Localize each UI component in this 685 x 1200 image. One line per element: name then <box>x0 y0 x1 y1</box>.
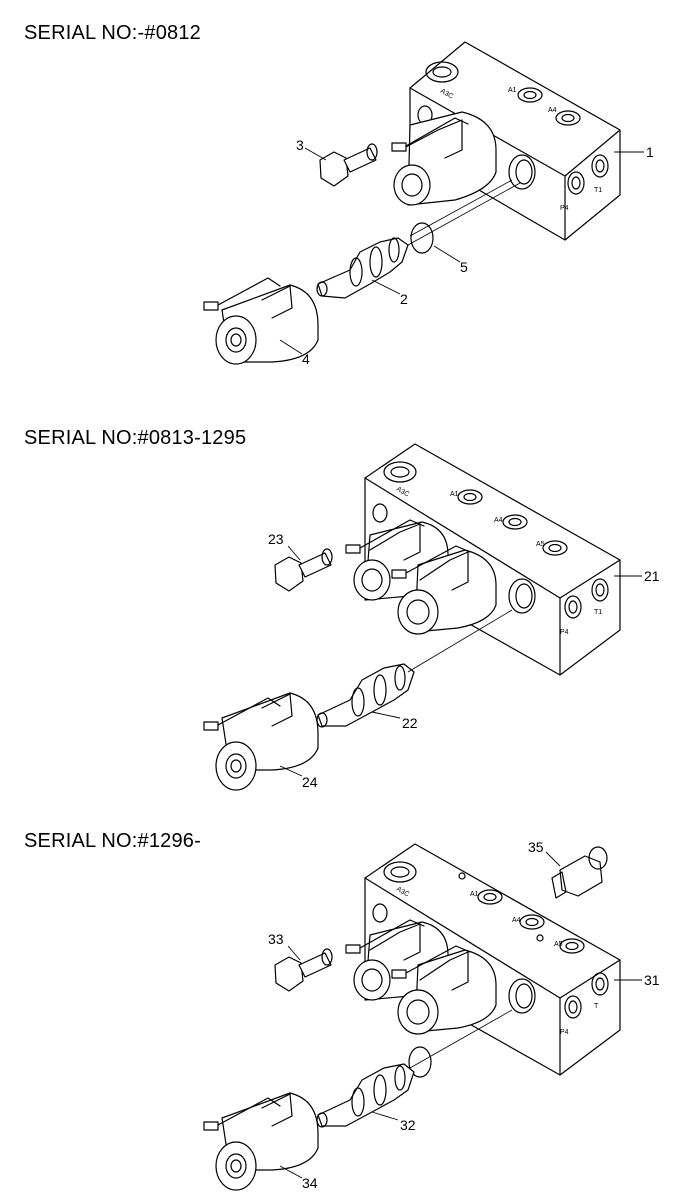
section-serial-0813-1295: SERIAL NO:#0813-1295 A3C A1 A4 A5 P4 <box>0 400 685 800</box>
callout-solenoid: 4 <box>302 351 310 367</box>
o-ring <box>408 1046 432 1078</box>
spool <box>316 1063 415 1128</box>
bolt <box>274 948 333 992</box>
callout-block: 31 <box>644 972 660 988</box>
serial-label: SERIAL NO:#1296- <box>24 830 201 852</box>
o-ring <box>410 222 434 254</box>
mounted-solenoid <box>391 545 497 635</box>
port-label: A5 <box>554 941 563 948</box>
callout-fitting: 35 <box>528 839 544 855</box>
callouts: 31 35 33 32 34 <box>268 839 660 1191</box>
port-label: A1 <box>508 87 517 94</box>
port-label: A4 <box>494 517 503 524</box>
spool <box>316 237 409 299</box>
section-serial-0812: SERIAL NO:-#0812 A3C A1 A4 P4 <box>0 0 685 400</box>
callout-bolt: 3 <box>296 137 304 153</box>
callout-bolt: 33 <box>268 931 284 947</box>
port-label: A4 <box>548 107 557 114</box>
fitting <box>551 846 608 899</box>
mounted-solenoid <box>391 111 497 206</box>
callout-bolt: 23 <box>268 531 284 547</box>
callout-solenoid: 34 <box>302 1175 318 1191</box>
callout-spool: 22 <box>402 715 418 731</box>
callout-spool: 2 <box>400 291 408 307</box>
port-label: T1 <box>594 609 602 616</box>
port-label: P4 <box>560 1029 569 1036</box>
port-label: P4 <box>560 205 569 212</box>
exploded-diagram: A3C A1 A4 P4 T1 <box>203 41 654 367</box>
exploded-diagram: A3C A1 A4 A5 P4 T <box>203 839 660 1191</box>
bolt <box>274 548 333 592</box>
serial-label: SERIAL NO:#0813-1295 <box>24 427 247 449</box>
port-label: T1 <box>594 187 602 194</box>
port-label: A1 <box>450 491 459 498</box>
callout-spool: 32 <box>400 1117 416 1133</box>
mounted-solenoid <box>391 945 497 1035</box>
spool <box>316 663 415 728</box>
callout-block: 1 <box>646 144 654 160</box>
mounted-solenoid <box>345 919 449 1001</box>
callout-oring: 5 <box>460 259 468 275</box>
port-label: P4 <box>560 629 569 636</box>
callout-solenoid: 24 <box>302 774 318 790</box>
section-serial-1296: SERIAL NO:#1296- A3C A1 A4 A <box>0 800 685 1200</box>
callouts: 1 3 5 2 4 <box>279 137 654 367</box>
port-label: T <box>594 1003 599 1010</box>
callout-block: 21 <box>644 568 660 584</box>
port-label: A1 <box>470 891 479 898</box>
solenoid-coil <box>203 692 319 791</box>
serial-label: SERIAL NO:-#0812 <box>24 22 201 44</box>
port-label: A4 <box>512 917 521 924</box>
callouts: 21 23 22 24 <box>268 531 660 790</box>
solenoid-coil <box>203 277 319 365</box>
solenoid-coil <box>203 1092 319 1191</box>
exploded-diagram: A3C A1 A4 A5 P4 T1 <box>203 443 660 791</box>
port-label: A5 <box>536 541 545 548</box>
bolt <box>319 143 378 187</box>
